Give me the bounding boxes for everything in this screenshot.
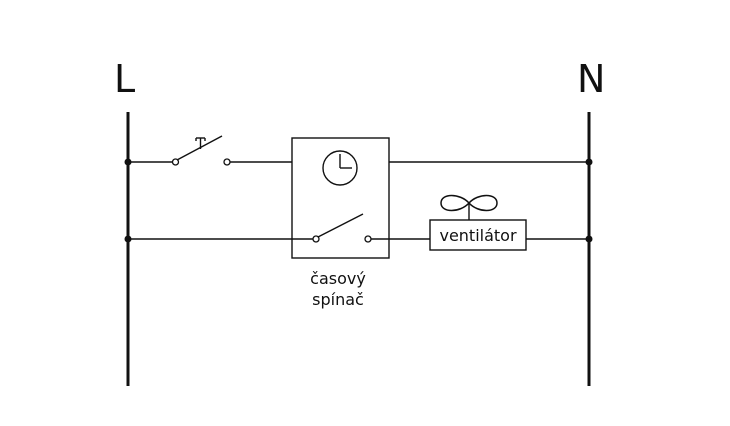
rail-label-n: N xyxy=(577,57,605,101)
fan-label: ventilátor xyxy=(439,226,516,245)
timer-caption-line2: spínač xyxy=(312,290,364,309)
push-button-icon xyxy=(195,137,206,149)
fan-icon xyxy=(440,194,498,220)
fan-box xyxy=(429,219,527,251)
timer-caption-line1: časový xyxy=(310,269,366,288)
clock-icon xyxy=(322,150,358,186)
push-button-switch xyxy=(128,135,292,166)
rail-label-l: L xyxy=(114,57,135,101)
